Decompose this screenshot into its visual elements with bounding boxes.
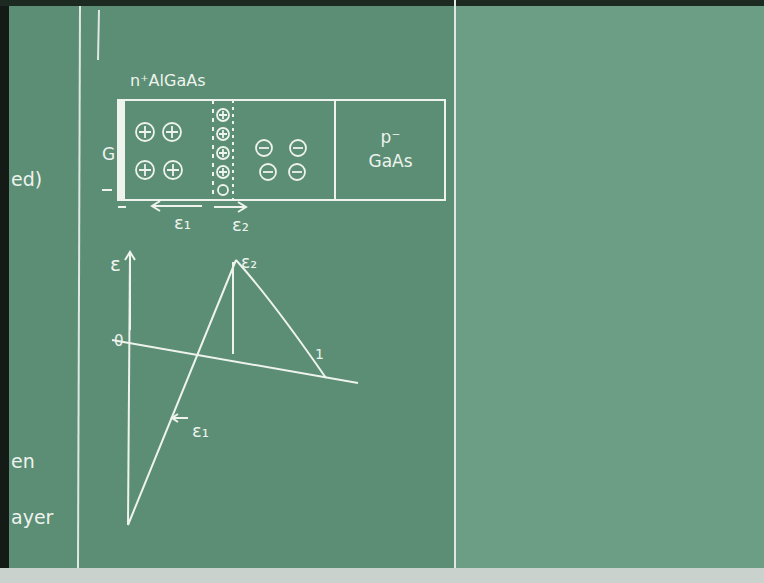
panel-divider <box>454 0 456 568</box>
positive-ion <box>218 185 228 195</box>
plus-sign <box>167 164 179 176</box>
board-right-panel <box>455 0 764 583</box>
cut-text: ed) <box>11 170 42 189</box>
negative-charges <box>256 140 306 180</box>
positive-ion <box>163 123 181 141</box>
negative-ion <box>290 140 306 156</box>
plus-sign <box>219 111 227 119</box>
plus-sign <box>139 164 151 176</box>
depletion-edge <box>212 100 214 200</box>
plus-sign <box>166 126 178 138</box>
field-label: ε₂ <box>232 216 249 234</box>
interface-drop <box>232 262 234 354</box>
field-arrow-left <box>152 201 202 211</box>
field-label: ε₁ <box>192 422 209 440</box>
positive-ion <box>217 166 229 178</box>
plus-sign <box>139 126 151 138</box>
region-boundary <box>334 100 336 200</box>
negative-ion <box>260 164 276 180</box>
negative-ion <box>289 164 305 180</box>
gate-metal <box>118 100 124 200</box>
minus-mark <box>118 206 126 208</box>
axis-label: ε <box>110 254 121 274</box>
field-arrow-right <box>214 202 246 212</box>
margin-line <box>78 6 80 568</box>
positive-ion <box>217 109 229 121</box>
peak-label: ε₂ <box>241 254 257 271</box>
cut-text: ayer <box>11 508 53 527</box>
region-label: p⁻ GaAs <box>361 126 421 174</box>
interface-line <box>232 100 234 200</box>
negative-ion <box>256 140 272 156</box>
positive-ion <box>217 128 229 140</box>
field-label: ε₁ <box>174 214 191 232</box>
field-arrow-small <box>172 414 188 422</box>
gate-label: G <box>102 146 115 163</box>
positive-ion <box>217 147 229 159</box>
cut-text: en <box>11 452 35 471</box>
substrate-region: p⁻ GaAs <box>336 100 445 200</box>
minus-sign <box>263 171 273 173</box>
minus-sign <box>259 147 269 149</box>
board-edge <box>0 0 9 583</box>
origin-label: 0 <box>114 334 124 349</box>
position-mark: 1 <box>315 347 324 361</box>
minus-sign <box>292 171 302 173</box>
chalk-tray <box>0 568 764 583</box>
board-top-edge <box>0 0 764 6</box>
plus-sign <box>219 149 227 157</box>
device-outline <box>118 100 445 200</box>
field-decay <box>236 260 326 378</box>
positive-ion <box>136 123 154 141</box>
minus-sign <box>293 147 303 149</box>
plus-sign <box>219 130 227 138</box>
positive-charges <box>136 109 229 195</box>
margin-line <box>98 10 99 60</box>
position-axis <box>112 340 358 383</box>
positive-ion <box>164 161 182 179</box>
gate-minus <box>102 189 112 191</box>
field-ramp <box>128 260 236 525</box>
barrier-region: n⁺AlGaAs <box>124 70 336 200</box>
field-jump <box>128 252 130 525</box>
region-heading: n⁺AlGaAs <box>130 70 205 92</box>
positive-ion <box>136 161 154 179</box>
plus-sign <box>219 168 227 176</box>
